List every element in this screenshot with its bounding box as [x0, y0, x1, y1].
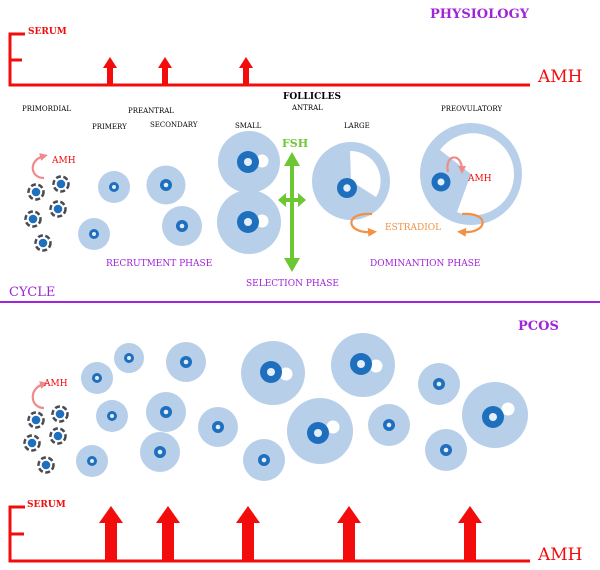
primordial-follicle [49, 427, 67, 445]
up-arrow-icon [458, 506, 482, 561]
primordial-follicle [24, 210, 42, 228]
serum-axis-top [8, 32, 530, 87]
amh-axis-label-top: AMH [537, 67, 583, 87]
curved-arrow-icon [31, 153, 48, 180]
large-antral-follicle [312, 142, 390, 220]
cycle-label: CYCLE [9, 285, 55, 300]
up-arrow-icon [158, 57, 172, 85]
follicle [76, 445, 108, 477]
follicle [140, 432, 180, 472]
stage-label-secondary: SECONDARY [150, 121, 198, 129]
antral-follicle [331, 333, 395, 397]
follicles-heading: FOLLICLES [283, 92, 341, 102]
recruitment-phase-label: RECRUTMENT PHASE [106, 259, 212, 269]
stage-label-preantral: PREANTRAL [128, 107, 174, 115]
primordial-follicle [27, 411, 45, 429]
primordial-follicle [27, 183, 45, 201]
small-antral-follicle [217, 190, 281, 254]
follicle [243, 439, 285, 481]
follicle [198, 407, 238, 447]
primordial-follicle [52, 175, 70, 193]
primordial-follicles-pcos [23, 405, 69, 474]
small-antral-follicles [217, 131, 281, 254]
secondary-follicle [146, 165, 186, 205]
curved-arrow-icon [31, 381, 48, 410]
circular-arrows-icon [457, 212, 484, 237]
pcos-title: PCOS [518, 319, 559, 334]
up-arrow-icon [239, 57, 253, 85]
follicle [96, 400, 128, 432]
stage-label-small: SMALL [235, 122, 262, 130]
follicle [166, 342, 206, 382]
amh-preovulatory-label: AMH [467, 174, 492, 184]
selection-phase-label: SELECTION PHASE [246, 279, 339, 289]
follicle [418, 363, 460, 405]
follicle [146, 392, 186, 432]
stage-label-antral: ANTRAL [291, 104, 323, 112]
amh-local-label-top: AMH [51, 156, 76, 166]
stage-label-preovulatory: PREOVULATORY [441, 105, 502, 113]
antral-follicle [462, 382, 528, 448]
serum-axis-pcos [8, 505, 530, 563]
recruitment-follicles [78, 165, 202, 250]
primary-follicle [98, 171, 130, 203]
antral-follicle [241, 341, 305, 405]
primordial-follicles-top [24, 175, 70, 252]
up-arrow-icon [337, 506, 361, 561]
preovulatory-follicle [420, 123, 522, 225]
follicle [425, 429, 467, 471]
primary-follicle [78, 218, 110, 250]
up-arrow-icon [236, 506, 260, 561]
follicle [368, 404, 410, 446]
primordial-follicle [49, 200, 67, 218]
up-arrow-icon [103, 57, 117, 85]
stage-label-large: LARGE [344, 122, 370, 130]
antral-follicle [287, 398, 353, 464]
curved-arrow-icon [446, 156, 466, 174]
secondary-follicle [162, 206, 202, 246]
primordial-follicle [37, 456, 55, 474]
serum-label-pcos: SERUM [27, 500, 66, 510]
amh-local-label-pcos: AMH [43, 379, 68, 389]
pcos-antral-follicles [241, 333, 528, 464]
follicle [81, 362, 113, 394]
up-arrow-icon [99, 506, 123, 561]
small-antral-follicle [218, 131, 280, 193]
circular-arrows-icon [350, 212, 377, 237]
dominance-phase-label: DOMINANTION PHASE [370, 259, 480, 269]
primordial-follicle [51, 405, 69, 423]
stage-label-primary: PRIMERY [92, 123, 127, 131]
estradiol-label: ESTRADIOL [385, 223, 441, 233]
pcos-follicles [76, 342, 467, 481]
stage-label-primordial: PRIMORDIAL [22, 105, 71, 113]
primordial-follicle [34, 234, 52, 252]
up-arrow-icon [156, 506, 180, 561]
fsh-label: FSH [282, 137, 308, 150]
follicle [114, 343, 144, 373]
double-headed-arrow-icon [278, 152, 306, 272]
amh-axis-label-pcos: AMH [537, 545, 583, 565]
serum-label-top: SERUM [28, 27, 67, 37]
physiology-title: PHYSIOLOGY [430, 7, 530, 22]
primordial-follicle [23, 434, 41, 452]
